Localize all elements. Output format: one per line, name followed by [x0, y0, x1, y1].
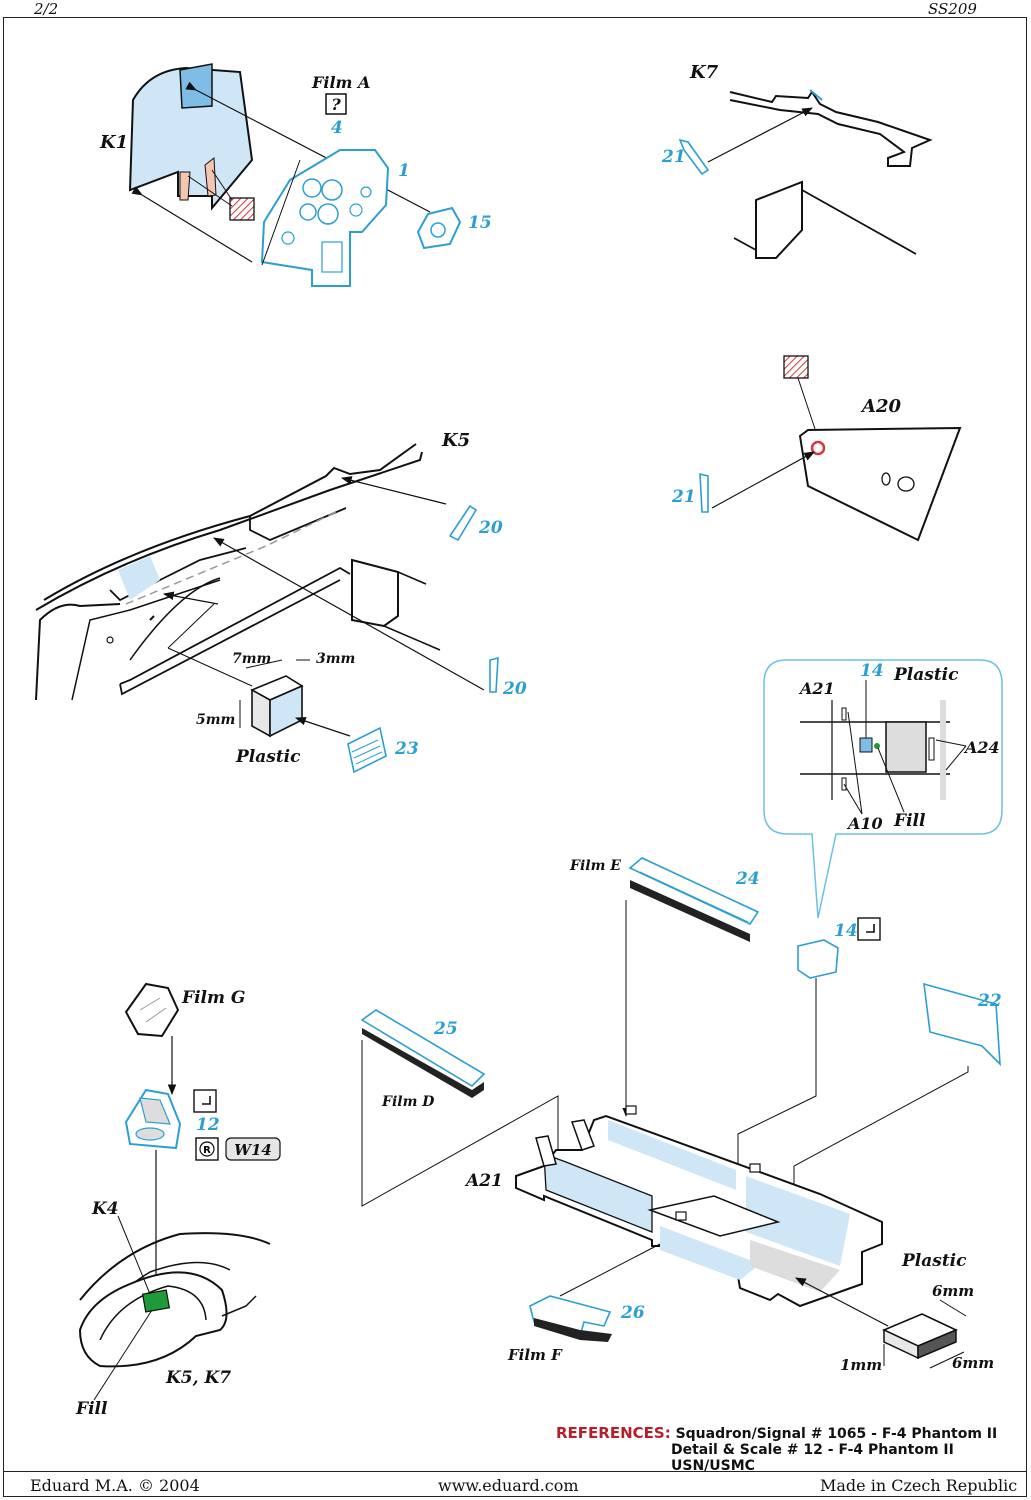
part-20-top [448, 504, 478, 542]
label-film-e: Film E [569, 858, 621, 874]
part-number-22: 22 [977, 991, 1002, 1011]
dim-7mm: 7mm [232, 651, 271, 667]
dim-1mm: 1mm [840, 1356, 882, 1374]
part-number-15: 15 [468, 213, 492, 233]
part-number-14-inset: 14 [860, 661, 884, 681]
label-k5: K5 [441, 430, 470, 451]
label-a21: A21 [464, 1171, 503, 1191]
page-number: 2/2 [34, 0, 59, 18]
film-a-box [325, 93, 347, 115]
part-number-24: 24 [735, 869, 760, 889]
dim-5mm: 5mm [196, 712, 235, 728]
part-14-block [797, 939, 839, 979]
dim-6mm-b: 6mm [952, 1354, 994, 1372]
footer-website[interactable]: www.eduard.com [438, 1476, 579, 1495]
part-number-25: 25 [433, 1019, 458, 1039]
part-24 [628, 857, 760, 926]
hatch-icon-k1 [229, 197, 255, 221]
label-k4: K4 [91, 1199, 119, 1219]
label-a21-inset: A21 [798, 679, 835, 698]
sheet-code: SS209 [928, 0, 977, 18]
inset-plastic-block [885, 721, 927, 773]
reference-2: Detail & Scale # 12 - F-4 Phantom II USN… [671, 1442, 954, 1474]
label-plastic-tub: Plastic [901, 1251, 967, 1271]
instrument-panel-part-1 [260, 149, 390, 287]
label-plastic-inset: Plastic [893, 665, 959, 685]
label-fill-inset: Fill [893, 811, 926, 831]
part-number-4: 4 [331, 118, 343, 138]
footer-origin: Made in Czech Republic [820, 1476, 1018, 1495]
hatch-icon-a20 [783, 355, 809, 379]
part-number-20-bottom: 20 [502, 679, 527, 699]
part-22 [923, 982, 1001, 1067]
part-number-20-top: 20 [478, 518, 503, 538]
bend-icon-12 [193, 1089, 217, 1113]
label-film-a: Film A [311, 73, 370, 92]
references-label: REFERENCES: [556, 1424, 671, 1442]
label-w14: W14 [234, 1141, 272, 1159]
part-25 [360, 1009, 486, 1088]
part-20-bottom [489, 656, 499, 693]
page-frame [3, 17, 1027, 1497]
film-g-shape [124, 982, 180, 1038]
label-plastic-k5: Plastic [235, 747, 301, 767]
footer-copyright: Eduard M.A. © 2004 [30, 1476, 200, 1495]
part-23 [347, 726, 387, 774]
label-film-d: Film D [381, 1094, 435, 1110]
dim-6mm-a: 6mm [932, 1282, 974, 1300]
part-21-a20 [699, 472, 709, 513]
part-number-21-a20: 21 [671, 487, 696, 507]
film-a-question: ? [331, 95, 341, 114]
reference-1: Squadron/Signal # 1065 - F-4 Phantom II [675, 1426, 998, 1442]
a20-assembly: A20 21 [671, 355, 962, 542]
svg-text:R: R [203, 1145, 211, 1156]
part-21-k7 [678, 138, 710, 176]
label-k7: K7 [689, 62, 719, 83]
part-number-23: 23 [394, 739, 419, 759]
inset-detail: A21 14 Plastic A24 A10 Fill [763, 659, 1003, 919]
label-a20: A20 [860, 396, 901, 417]
label-fill: Fill [75, 1399, 108, 1419]
part-15 [416, 206, 462, 250]
footer-divider [3, 1471, 1027, 1472]
references-block: REFERENCES: Squadron/Signal # 1065 - F-4… [556, 1424, 1031, 1474]
green-fill-area [141, 1289, 171, 1313]
part-number-12: 12 [196, 1115, 220, 1135]
k1-assembly: ? Film A 4 1 15 K1 [99, 63, 492, 287]
label-k1: K1 [99, 132, 128, 153]
hud-assembly: Film G 12 R W14 K4 K5, K7 Fill [75, 982, 281, 1419]
part-number-26: 26 [620, 1303, 645, 1323]
label-film-g: Film G [181, 988, 245, 1008]
label-a10: A10 [846, 814, 883, 833]
k7-assembly: K7 21 [661, 62, 933, 259]
w14-tag [225, 1137, 281, 1161]
dim-3mm: 3mm [316, 651, 355, 667]
bend-icon-14 [857, 917, 881, 941]
label-k5-k7: K5, K7 [165, 1368, 231, 1388]
replace-icon [195, 1137, 219, 1161]
part-number-1: 1 [398, 161, 410, 181]
k5-assembly: K5 20 20 23 7mm 3mm 5mm Plastic [35, 430, 527, 774]
label-film-f: Film F [507, 1346, 563, 1364]
part-number-21-k7: 21 [661, 147, 686, 167]
part-number-14: 14 [834, 921, 858, 941]
a21-assembly: Film E 24 14 22 25 Film D A21 [360, 857, 1002, 1374]
label-a24: A24 [963, 738, 1000, 757]
